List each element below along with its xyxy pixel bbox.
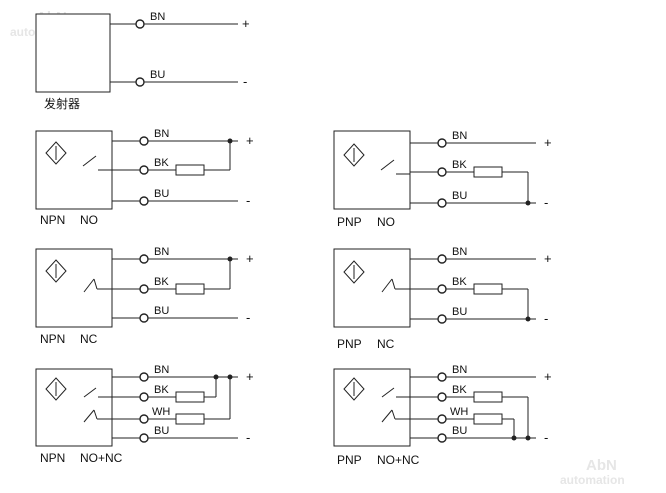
plus-sign: +: [544, 251, 552, 266]
output-mode: NO: [377, 215, 395, 229]
sensor-box: [333, 130, 411, 210]
sensor-symbol-icon: [343, 260, 365, 284]
minus-sign: -: [544, 430, 548, 445]
sensor-symbol-icon: [343, 377, 365, 401]
sensor-box: [35, 368, 113, 447]
plus-sign: +: [544, 369, 552, 384]
panel-npn-nc: BN + BK BU - NPN NC: [35, 246, 254, 346]
wire-label-bu: BU: [452, 306, 467, 318]
resistor: [175, 413, 205, 425]
plus-sign: +: [544, 135, 552, 150]
resistor: [473, 283, 503, 295]
emitter-diagram: BN + BU - 发射器: [35, 11, 250, 111]
emitter-box: [35, 13, 111, 93]
sensor-symbol-icon: [343, 143, 365, 167]
emitter-caption: 发射器: [44, 96, 80, 111]
output-mode: NC: [80, 332, 98, 346]
no-switch-icon: [83, 387, 112, 398]
wire-label-bn: BN: [452, 130, 467, 142]
wire-label-bu: BU: [452, 190, 467, 202]
minus-sign: -: [544, 195, 548, 210]
output-type: NPN: [40, 451, 65, 465]
sensor-symbol-icon: [45, 141, 67, 165]
terminal: [135, 19, 145, 29]
output-mode: NO+NC: [80, 451, 123, 465]
wire-label-bk: BK: [154, 276, 169, 288]
sensor-box: [35, 248, 113, 328]
panel-npn-no-nc: BN + BK WH BU - NPN NO+NC: [35, 364, 254, 465]
plus-sign: +: [246, 251, 254, 266]
wire-label-bn: BN: [154, 246, 169, 258]
resistor: [175, 283, 205, 295]
wire-label-bk: BK: [452, 276, 467, 288]
sensor-box: [333, 248, 411, 328]
wire-label-bu: BU: [154, 188, 169, 200]
minus-sign: -: [243, 74, 247, 89]
output-type: NPN: [40, 213, 65, 227]
nc-switch-icon: [83, 278, 112, 293]
resistor: [473, 391, 503, 403]
no-switch-icon: [380, 159, 395, 171]
nc-switch-icon: [381, 409, 410, 423]
output-type: PNP: [337, 337, 362, 351]
resistor: [473, 413, 503, 425]
nc-switch-icon: [381, 278, 410, 293]
wire-label-bk: BK: [452, 384, 467, 396]
plus-sign: +: [246, 369, 254, 384]
panel-pnp-no-nc: BN + BK WH BU - PNP NO+NC: [333, 364, 552, 467]
wire-label-bu: BU: [154, 425, 169, 437]
output-type: PNP: [337, 453, 362, 467]
panel-pnp-no: BN + BK BU - PNP NO: [333, 130, 552, 229]
watermark-brand-bottom: AbN: [586, 457, 617, 474]
minus-sign: -: [544, 311, 548, 326]
panel-npn-no: BN + BK BU - NPN NO: [35, 128, 254, 227]
wire-label-bn: BN: [154, 364, 169, 376]
watermark-sub-bottom: automation: [560, 473, 625, 487]
nc-switch-icon: [83, 409, 112, 423]
wire-label-bk: BK: [452, 159, 467, 171]
output-type: PNP: [337, 215, 362, 229]
no-switch-icon: [82, 155, 97, 167]
panel-pnp-nc: BN + BK BU - PNP NC: [333, 246, 552, 351]
output-type: NPN: [40, 332, 65, 346]
output-mode: NO: [80, 213, 98, 227]
minus-sign: -: [246, 430, 250, 445]
minus-sign: -: [246, 310, 250, 325]
resistor: [473, 166, 503, 178]
wire-label-bk: BK: [154, 157, 169, 169]
terminal: [135, 77, 145, 87]
minus-sign: -: [246, 193, 250, 208]
wire-label-bn: BN: [154, 128, 169, 140]
wire-label-bu: BU: [154, 305, 169, 317]
output-mode: NO+NC: [377, 453, 420, 467]
wire-label-bu: BU: [150, 69, 165, 81]
sensor-symbol-icon: [45, 259, 67, 283]
wire-label-bk: BK: [154, 384, 169, 396]
wire-label-bu: BU: [452, 425, 467, 437]
plus-sign: +: [246, 133, 254, 148]
wire-label-bn: BN: [452, 246, 467, 258]
plus-sign: +: [242, 16, 250, 31]
resistor: [175, 391, 205, 403]
wire-label-bn: BN: [452, 364, 467, 376]
output-mode: NC: [377, 337, 395, 351]
no-switch-icon: [381, 387, 410, 398]
resistor: [175, 164, 205, 176]
sensor-symbol-icon: [45, 377, 67, 401]
wire-label-wh: WH: [152, 406, 170, 418]
wire-label-wh: WH: [450, 406, 468, 418]
wire-label-bn: BN: [150, 11, 165, 23]
sensor-box: [333, 368, 411, 447]
